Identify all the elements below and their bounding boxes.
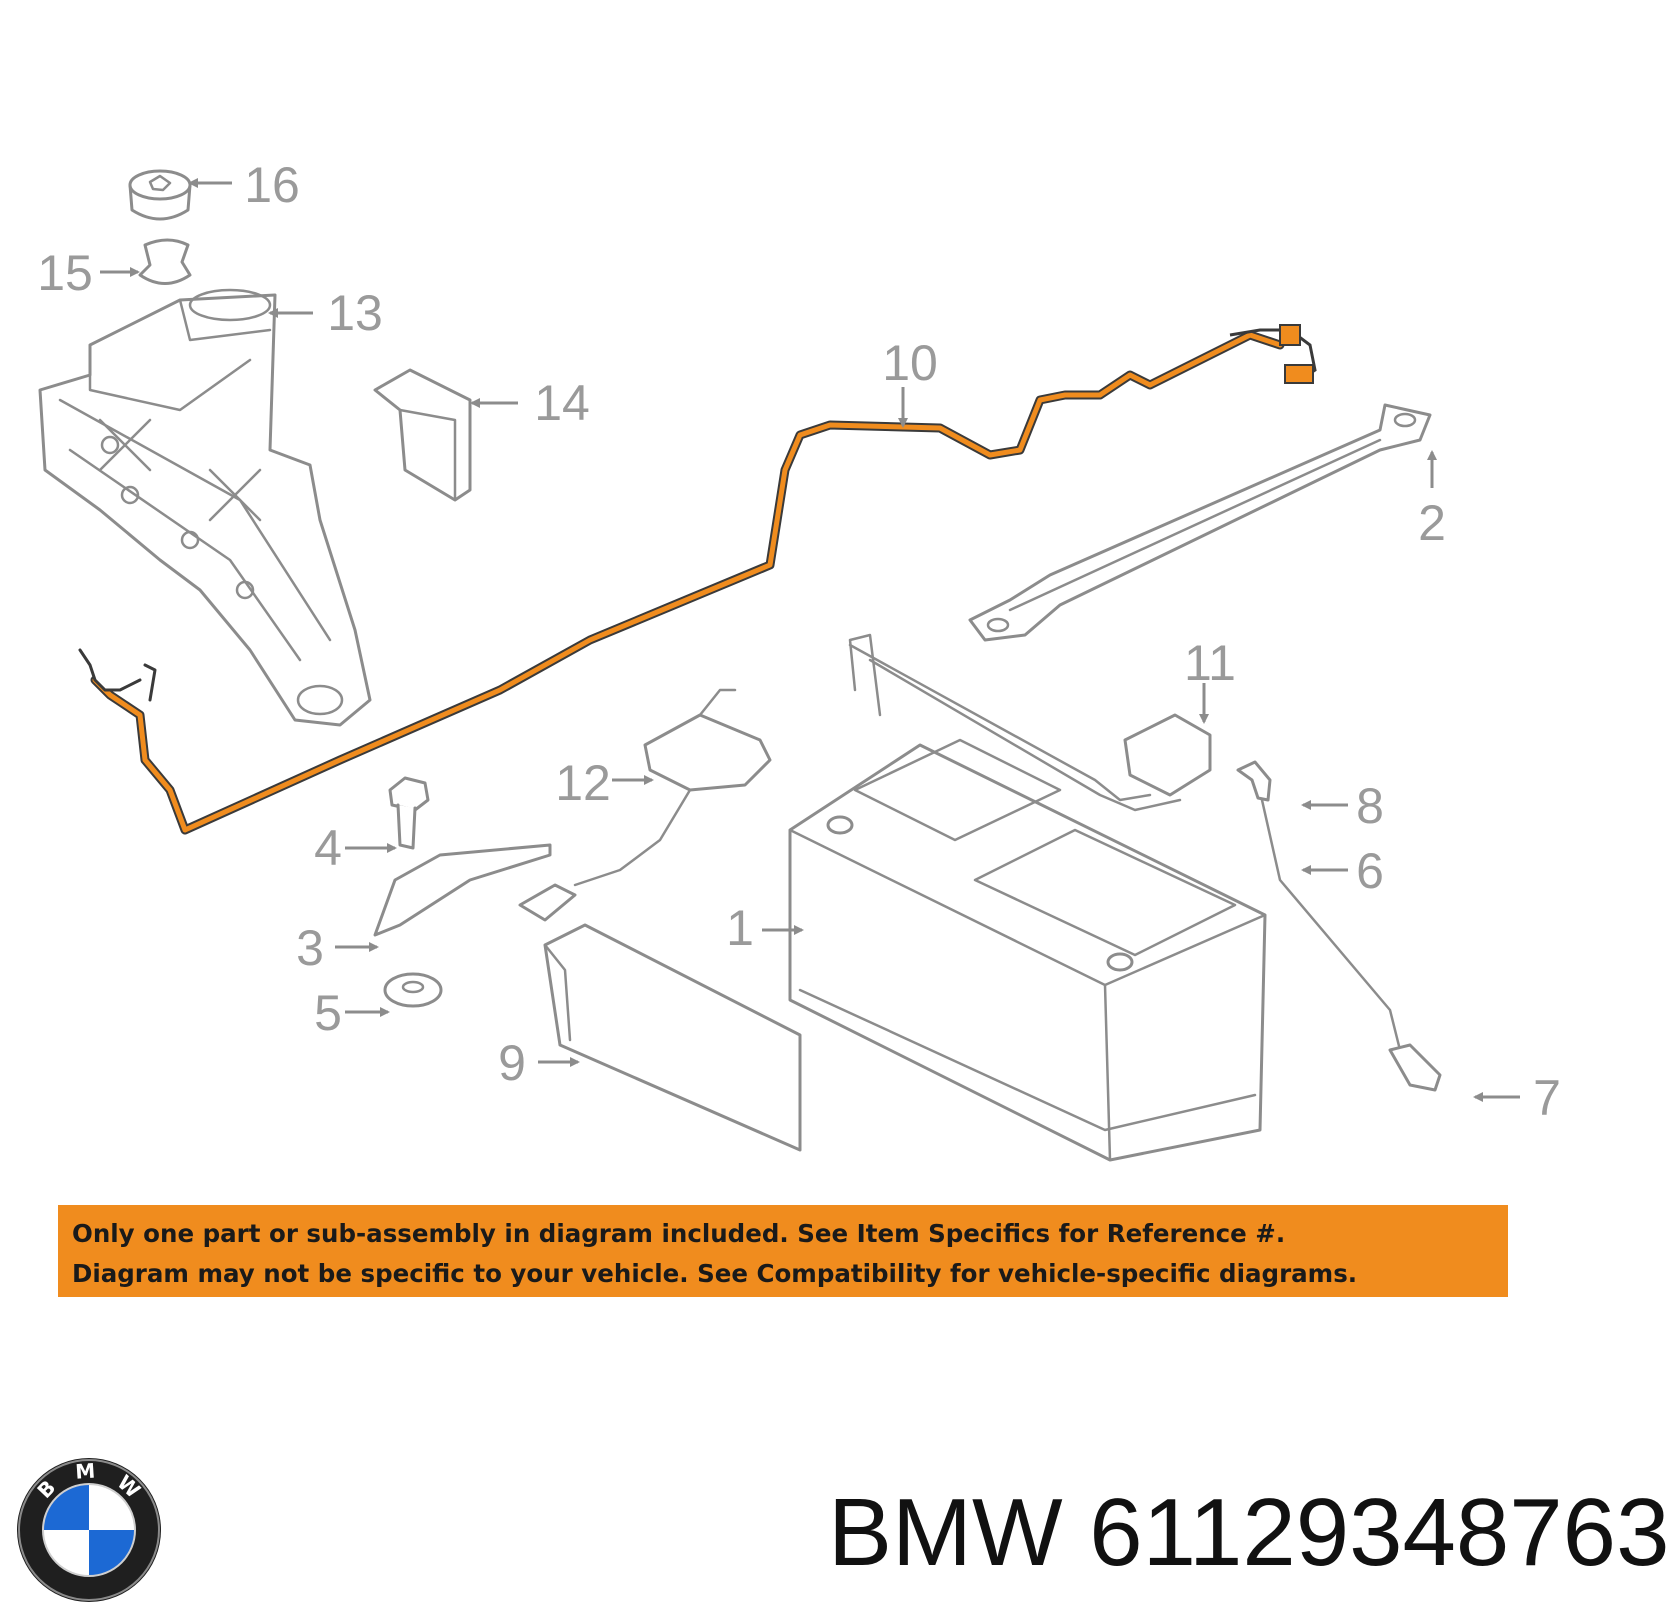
callout-15: 15	[37, 245, 93, 301]
part-number: 61129348763	[1089, 1479, 1669, 1586]
part-15-grommet	[138, 238, 192, 285]
part-5-washer	[383, 972, 443, 1008]
part-13-bracket	[38, 288, 372, 727]
notice-line-2: Diagram may not be specific to your vehi…	[72, 1259, 1358, 1288]
callout-7: 7	[1533, 1070, 1561, 1126]
part-9-shield	[543, 923, 802, 1152]
callout-arrows	[100, 178, 1520, 1102]
brand-name: BMW	[828, 1479, 1063, 1586]
callout-6: 6	[1356, 843, 1384, 899]
part-12-cable	[518, 688, 772, 922]
part-10-highlighted-cable	[78, 324, 1317, 835]
callout-8: 8	[1356, 778, 1384, 834]
part-3-bracket	[373, 843, 552, 937]
callout-3: 3	[296, 920, 324, 976]
part-14-clip	[373, 368, 472, 502]
part-1-battery	[788, 738, 1267, 1162]
part-4-bolt	[388, 776, 430, 850]
callout-16: 16	[244, 157, 300, 213]
notice-banner: Only one part or sub-assembly in diagram…	[58, 1205, 1508, 1297]
callout-1: 1	[726, 900, 754, 956]
callout-9: 9	[498, 1035, 526, 1091]
notice-line-1: Only one part or sub-assembly in diagram…	[72, 1219, 1286, 1248]
callout-4: 4	[314, 820, 342, 876]
part-6-7-8-sensor-cable	[1236, 760, 1442, 1092]
callout-10: 10	[882, 335, 938, 391]
callout-11: 11	[1184, 635, 1236, 691]
callout-13: 13	[327, 285, 383, 341]
callout-14: 14	[534, 375, 590, 431]
callout-5: 5	[314, 985, 342, 1041]
part-2-hold-down-bar	[968, 403, 1432, 642]
part-16-cap	[128, 169, 192, 221]
part-label: BMW 61129348763	[828, 1485, 1669, 1581]
part-11-cable	[848, 633, 1212, 812]
parts-diagram: 1 2 3 4 5 6 7 8 9 10 11 12 13 14 15 16	[37, 157, 1561, 1162]
callout-2: 2	[1418, 495, 1446, 551]
bmw-logo: B M W	[17, 1458, 161, 1602]
callout-12: 12	[555, 755, 611, 811]
